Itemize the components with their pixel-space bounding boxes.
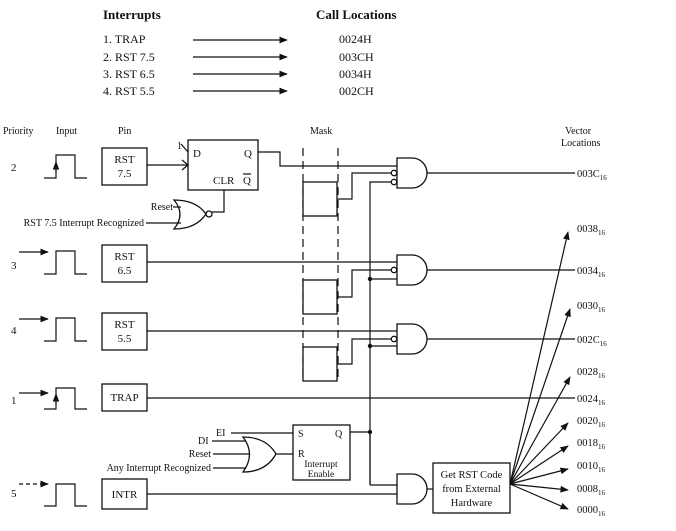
vector-0020: 002016 (577, 416, 606, 429)
vector-0018: 001816 (577, 438, 606, 451)
table-header-interrupts: Interrupts (103, 7, 161, 22)
wire-ff-q-to-and (258, 151, 397, 167)
rst-code-box (432, 462, 511, 514)
rst-code-l2: from External (442, 484, 501, 495)
rst-code-l1: Get RST Code (441, 470, 503, 481)
pin-rst75-label: RST (114, 154, 134, 166)
table-row-name: 2. RST 7.5 (103, 50, 155, 64)
flipflop-q: Q (244, 148, 252, 160)
table-row-name: 3. RST 6.5 (103, 67, 155, 81)
col-mask: Mask (310, 126, 332, 137)
ie-label-1: Interrupt (304, 460, 338, 470)
priority-rst55: 4 (11, 325, 17, 337)
pin-rst75-box (101, 147, 148, 186)
label-reset: Reset (151, 202, 173, 213)
junction (367, 429, 373, 435)
flipflop-d: D (193, 148, 201, 160)
nor-gate-reset (172, 199, 213, 230)
vector-002c: 002C16 (577, 335, 607, 348)
flipflop-rst75 (187, 139, 259, 191)
pin-rst65-box (101, 244, 148, 283)
mask-box-rst75 (302, 181, 338, 217)
waveform-rst65 (19, 248, 87, 275)
and-gate-intr (396, 473, 428, 505)
ie-r: R (298, 449, 305, 460)
flipflop-one-line (180, 143, 189, 153)
pin-trap-label: TRAP (110, 392, 138, 404)
ff-clock-triangle (181, 159, 189, 171)
vector-0000: 000016 (577, 505, 606, 518)
wire-en-to-and1 (369, 181, 391, 185)
vector-0030: 003016 (577, 301, 606, 314)
mask-box-rst55 (302, 346, 338, 382)
table-row-name: 4. RST 5.5 (103, 84, 155, 98)
vector-0028: 002816 (577, 367, 606, 380)
table-header-call-locations: Call Locations (316, 7, 397, 22)
waveform-intr (19, 480, 87, 507)
rst-code-l3: Hardware (451, 498, 493, 509)
vector-0008: 000816 (577, 484, 606, 497)
table-row-loc: 0034H (339, 67, 372, 81)
wire-clr (212, 190, 225, 213)
flipflop-one: 1 (177, 141, 182, 152)
pin-rst55-sub: 5.5 (118, 333, 132, 345)
waveform-rst75 (44, 154, 87, 179)
or-gate-enable (241, 436, 277, 473)
ie-s: S (298, 429, 304, 440)
pin-intr-label: INTR (112, 489, 138, 501)
col-pin: Pin (118, 126, 131, 137)
interrupt-enable-ff (292, 424, 351, 481)
pin-rst65-sub: 6.5 (118, 265, 132, 277)
priority-trap: 1 (11, 395, 17, 407)
label-enable-reset: Reset (189, 449, 211, 460)
waveform-trap (19, 387, 87, 410)
col-input: Input (56, 126, 77, 137)
and-gate-rst75 (390, 157, 428, 189)
and-gate-rst65 (390, 254, 428, 286)
label-any-recognized: Any Interrupt Recognized (107, 463, 211, 474)
col-locations: Locations (561, 138, 601, 149)
table-row-loc: 002CH (339, 84, 374, 98)
ie-label-2: Enable (308, 470, 334, 480)
priority-rst75: 2 (11, 162, 17, 174)
wire-mask-to-and (337, 172, 391, 200)
table-row-loc: 003CH (339, 50, 374, 64)
vector-0024: 002416 (577, 394, 606, 407)
vector-0038: 003816 (577, 224, 606, 237)
vector-0034: 003416 (577, 266, 606, 279)
flipflop-clr: CLR (213, 175, 235, 187)
priority-rst65: 3 (11, 260, 17, 272)
label-di: DI (198, 436, 209, 447)
ie-q: Q (335, 429, 343, 440)
pin-rst55-label: RST (114, 319, 134, 331)
wire-ie-out (350, 431, 371, 485)
vector-003c: 003C16 (577, 169, 607, 182)
wire-mask65-to-and (337, 269, 391, 298)
label-ei: EI (216, 428, 225, 439)
vector-arrows (509, 231, 571, 510)
col-priority: Priority (3, 126, 34, 137)
and-gate-rst55 (390, 323, 428, 355)
col-vector: Vector (565, 126, 592, 137)
table-row-name: 1. TRAP (103, 32, 146, 46)
flipflop-qbar: Q (243, 175, 251, 187)
label-rst75-recognized: RST 7.5 Interrupt Recognized (24, 218, 144, 229)
vector-0010: 001016 (577, 461, 606, 474)
table-row-loc: 0024H (339, 32, 372, 46)
wire-mask55-to-and (337, 338, 391, 365)
waveform-rst55 (19, 315, 87, 342)
mask-box-rst65 (302, 279, 338, 315)
pin-rst75-sub: 7.5 (118, 168, 132, 180)
pin-rst65-label: RST (114, 251, 134, 263)
priority-intr: 5 (11, 488, 17, 500)
